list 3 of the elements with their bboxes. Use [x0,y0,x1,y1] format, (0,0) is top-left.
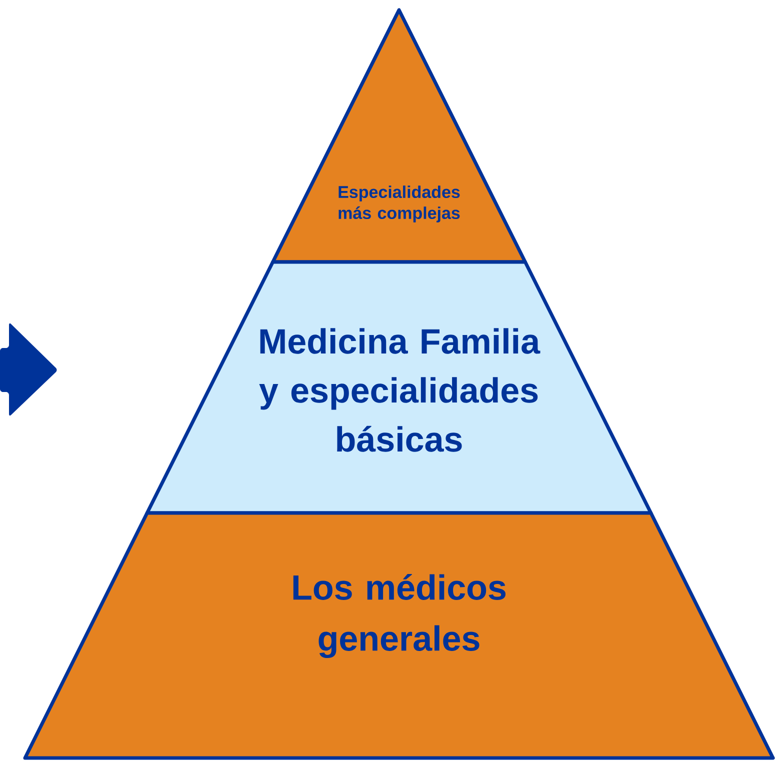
pyramid-level: Especialidades más complejas [271,8,527,264]
pyramid-level: Medicina Familia y especialidades básicas [145,260,653,515]
pyramid-level: Los médicos generales [23,511,775,760]
